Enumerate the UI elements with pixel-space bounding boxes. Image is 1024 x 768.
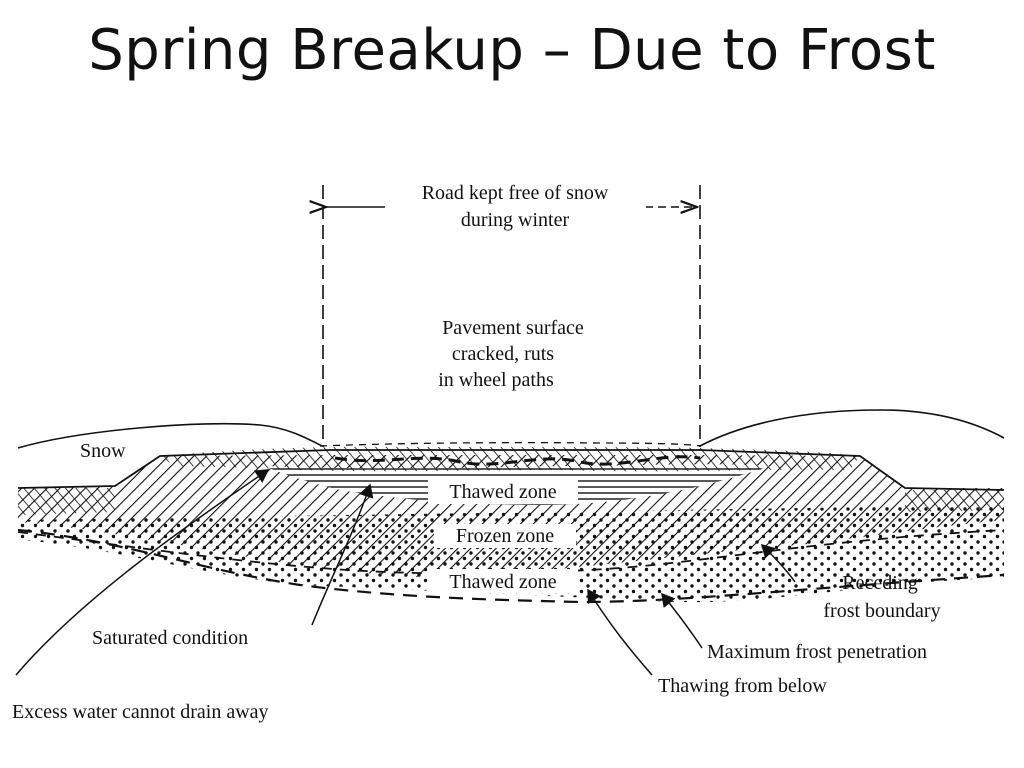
- saturated-condition-label: Saturated condition: [92, 627, 248, 649]
- embankment-outline: [17, 449, 1005, 491]
- leader-excess-water: [15, 469, 270, 676]
- receding-frost-label-line-1: Receding: [842, 572, 918, 594]
- thawed-zone-lower-label: Thawed zone: [449, 571, 556, 593]
- frozen-zone: [18, 455, 1004, 578]
- snow-label: Snow: [80, 440, 126, 462]
- leader-thawing-below: [587, 588, 653, 676]
- ground-band: [18, 488, 1004, 515]
- road-span-label-line-2: during winter: [461, 209, 570, 231]
- maximum-frost-penetration-line: [17, 528, 1005, 604]
- maximum-frost-label: Maximum frost penetration: [707, 641, 927, 663]
- thawed-zone-upper-label: Thawed zone: [449, 481, 556, 503]
- frozen-zone-label: Frozen zone: [456, 525, 554, 547]
- pavement-label-line-2: cracked, ruts: [452, 343, 554, 365]
- receding-frost-label-line-2: frost boundary: [823, 600, 940, 622]
- leader-saturated: [311, 483, 374, 626]
- slide-title: Spring Breakup – Due to Frost: [88, 18, 936, 83]
- pavement-surface-dashed: [319, 441, 701, 447]
- pavement-label-line-3: in wheel paths: [438, 369, 554, 391]
- thawing-from-below-label: Thawing from below: [658, 675, 827, 697]
- pavement-layer: [160, 446, 860, 472]
- road-span-label-line-1: Road kept free of snow: [422, 182, 609, 204]
- leader-max-frost: [661, 592, 703, 649]
- leader-receding: [760, 543, 796, 583]
- excess-water-label: Excess water cannot drain away: [12, 701, 269, 723]
- pavement-crack-line: [334, 455, 701, 466]
- snow-right-curve: [699, 409, 1005, 447]
- pavement-label-line-1: Pavement surface: [442, 317, 584, 339]
- snow-left-curve: [17, 422, 323, 449]
